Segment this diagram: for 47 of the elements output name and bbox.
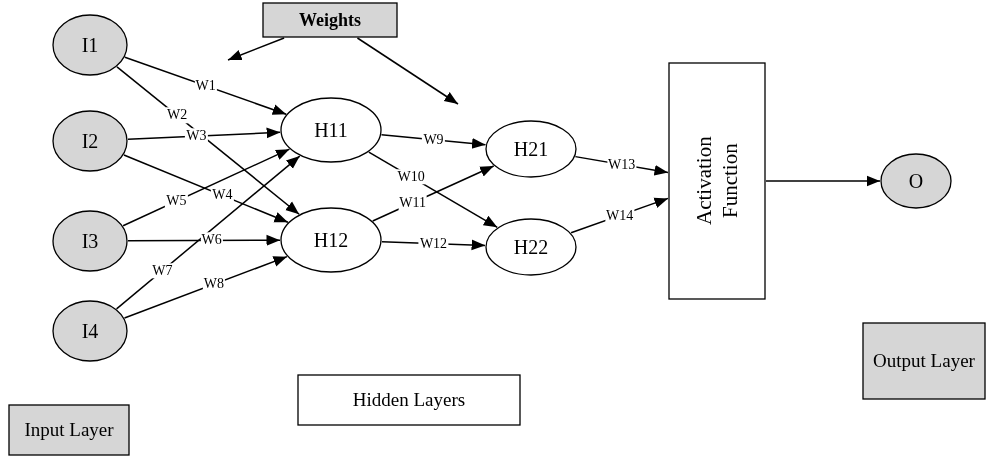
edge-label: W14 [604, 207, 635, 224]
edge-label: W10 [396, 169, 426, 185]
node-label: I4 [81, 318, 99, 344]
arrow [127, 127, 281, 140]
arrow [127, 234, 281, 246]
hidden-neuron [485, 120, 577, 178]
arrow [123, 255, 288, 319]
leader-line [356, 37, 459, 105]
edge-label: W3 [185, 128, 208, 144]
input-neuron [52, 110, 128, 172]
node-label: I3 [81, 228, 99, 254]
layer-label-box [297, 374, 521, 426]
layer-label-box [8, 404, 130, 456]
leader-line [227, 37, 285, 61]
input-neuron [52, 210, 128, 272]
edge-label: W8 [202, 276, 225, 292]
layer-label-box [862, 322, 986, 400]
node-label: I1 [81, 32, 99, 58]
hidden-neuron [280, 207, 382, 273]
edge-label: W2 [166, 107, 189, 124]
edge-label: W7 [151, 262, 174, 279]
node-label: Activation Function [690, 135, 743, 228]
node-label: Weights [299, 8, 361, 32]
node-label: Output Layer [873, 349, 975, 373]
node-label: Hidden Layers [352, 388, 466, 412]
edge-label: W4 [211, 187, 234, 204]
node-label: H12 [313, 227, 349, 253]
node-label: H11 [314, 117, 348, 143]
node-label: H22 [513, 234, 549, 260]
node-label: H21 [513, 136, 549, 162]
node-label: O [908, 168, 924, 194]
edge-label: W11 [398, 195, 427, 211]
node-label: Input Layer [24, 418, 114, 442]
arrow [115, 155, 301, 310]
hidden-neuron [280, 97, 382, 163]
input-neuron [52, 300, 128, 362]
input-neuron [52, 14, 128, 76]
activation-function-box [668, 62, 766, 300]
edge-label: W1 [194, 78, 217, 94]
output-neuron [880, 153, 952, 209]
hidden-neuron [485, 218, 577, 276]
arrow [116, 66, 300, 215]
arrow [124, 56, 287, 115]
node-label: I2 [81, 128, 99, 154]
edge-label: W5 [165, 193, 188, 209]
arrow [765, 175, 881, 187]
weights-callout-box [262, 2, 398, 38]
